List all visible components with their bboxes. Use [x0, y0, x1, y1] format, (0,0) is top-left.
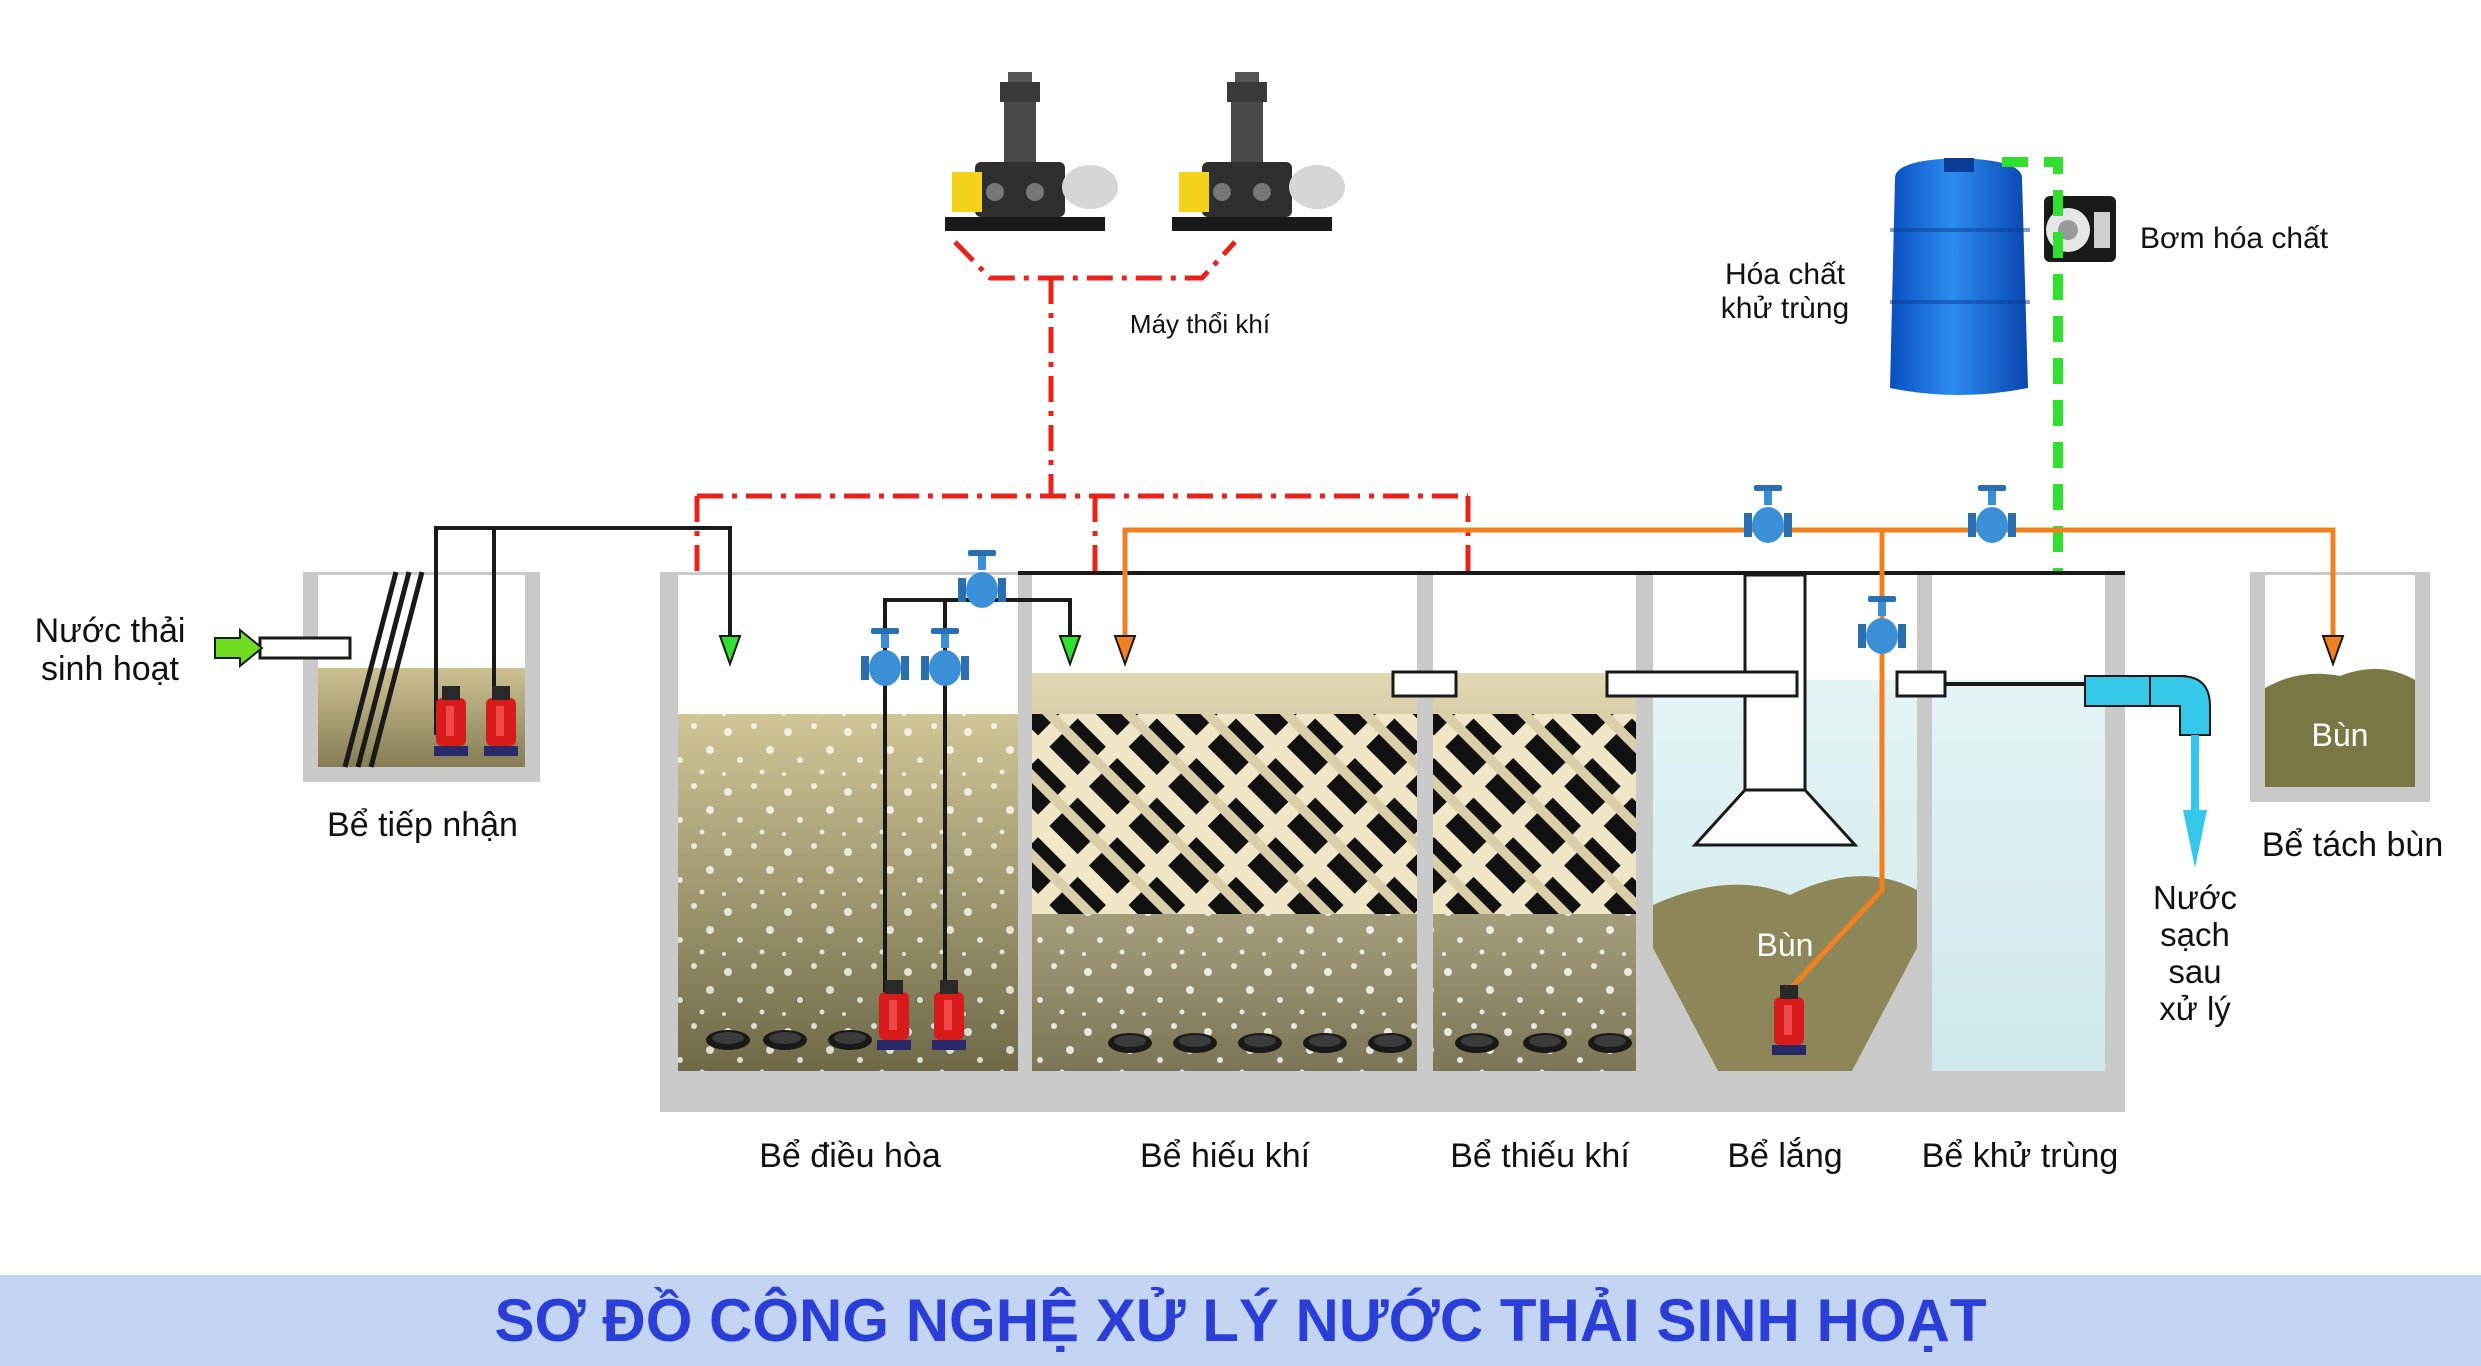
chemical-tank: [1890, 158, 2030, 395]
anoxic-water: [1433, 673, 1636, 1071]
chemical-pump-label: Bơm hóa chất: [2140, 222, 2329, 255]
title-banner: [0, 1275, 2481, 1366]
blower-label: Máy thổi khí: [1129, 309, 1271, 339]
settling-tank-label: Bể lắng: [1727, 1137, 1843, 1175]
equalization-tank-label: Bể điều hòa: [759, 1137, 941, 1175]
treated-water-label: Nước sạch sau xử lý: [2152, 879, 2238, 1027]
disinfection-tank-label: Bể khử trùng: [1921, 1137, 2119, 1175]
aerobic-water: [1032, 673, 1417, 1071]
receiving-tank-label: Bể tiếp nhận: [327, 806, 518, 844]
sludge-tank-label: Bể tách bùn: [2261, 826, 2444, 864]
aerobic-tank-label: Bể hiếu khí: [1139, 1137, 1311, 1175]
air-blower-1: [945, 72, 1118, 231]
air-blower-2: [1172, 72, 1345, 231]
overflow-connectors: [1391, 670, 2090, 698]
anoxic-tank-label: Bể thiếu khí: [1450, 1137, 1630, 1175]
equalization-water: [678, 714, 1018, 1071]
sludge-tank: [2250, 572, 2430, 802]
inlet-label: Nước thải sinh hoạt: [34, 612, 186, 689]
disinfection-water: [1932, 680, 2105, 1071]
chemical-label: Hóa chất khử trùng: [1720, 258, 1850, 325]
settling-sludge-label: Bùn: [1756, 927, 1814, 963]
flow-arrows: [214, 627, 2345, 669]
page-title: SƠ ĐỒ CÔNG NGHỆ XỬ LÝ NƯỚC THẢI SINH HOẠ…: [494, 1287, 1987, 1354]
sludge-tank-content-label: Bùn: [2311, 717, 2369, 753]
outlet-pipe: [2084, 675, 2211, 868]
